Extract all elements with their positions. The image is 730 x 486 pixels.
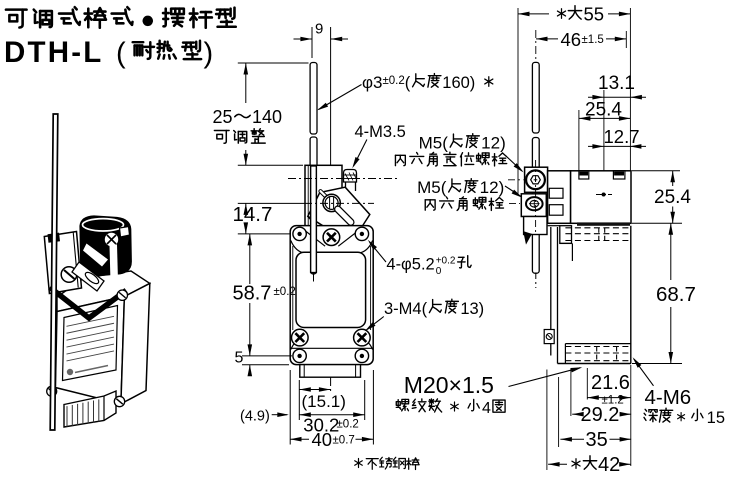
svg-text:(: ( — [405, 74, 411, 92]
svg-text:±1.2: ±1.2 — [602, 395, 624, 407]
svg-text:4-φ5.2: 4-φ5.2 — [386, 255, 434, 273]
svg-text:): ) — [470, 74, 476, 92]
svg-text:68.7: 68.7 — [656, 283, 696, 306]
svg-text:±0.2: ±0.2 — [337, 418, 359, 430]
svg-text:40: 40 — [312, 429, 333, 450]
svg-text:±0.2: ±0.2 — [382, 75, 404, 87]
svg-text:4-M6: 4-M6 — [645, 386, 692, 409]
svg-text:4: 4 — [482, 400, 491, 417]
svg-text:12): 12) — [481, 133, 506, 152]
svg-text:58.7: 58.7 — [233, 283, 272, 305]
svg-text:13.1: 13.1 — [598, 73, 635, 94]
svg-text:M5(: M5( — [419, 133, 449, 152]
svg-text:4-M3.5: 4-M3.5 — [355, 123, 406, 141]
svg-text:35: 35 — [586, 429, 608, 451]
svg-text:(15.1): (15.1) — [302, 392, 346, 411]
svg-text:): ) — [204, 38, 214, 70]
svg-text:13): 13) — [460, 300, 484, 318]
svg-text:3-M4(: 3-M4( — [384, 300, 428, 318]
svg-text:29.2: 29.2 — [581, 404, 620, 426]
svg-text:140: 140 — [252, 107, 282, 127]
svg-text:25: 25 — [213, 107, 233, 127]
svg-text:15: 15 — [707, 409, 725, 427]
svg-text:160: 160 — [442, 74, 470, 92]
svg-text:14.7: 14.7 — [233, 203, 273, 226]
svg-text:(: ( — [116, 38, 126, 70]
svg-text:+0.2: +0.2 — [436, 256, 456, 267]
svg-text:φ3: φ3 — [362, 73, 382, 92]
svg-text:±0.7: ±0.7 — [333, 435, 355, 447]
svg-text:21.6: 21.6 — [591, 372, 630, 394]
svg-text:±1.5: ±1.5 — [582, 34, 604, 46]
svg-text:DTH-L: DTH-L — [4, 36, 103, 69]
svg-text:±0.2: ±0.2 — [274, 286, 296, 298]
svg-text:30.2: 30.2 — [303, 415, 339, 436]
svg-text:12): 12) — [480, 178, 505, 197]
svg-text:(4.9): (4.9) — [240, 409, 270, 425]
svg-text:12.7: 12.7 — [604, 126, 640, 147]
svg-text:5: 5 — [235, 350, 244, 367]
svg-text:9: 9 — [315, 21, 323, 38]
svg-text:42: 42 — [598, 454, 620, 476]
svg-text:46: 46 — [561, 29, 582, 50]
svg-text:55: 55 — [584, 4, 605, 25]
svg-text:25.4: 25.4 — [654, 187, 691, 208]
svg-text:25.4: 25.4 — [585, 99, 622, 120]
svg-text:M5(: M5( — [417, 178, 447, 197]
svg-text:0: 0 — [436, 266, 442, 277]
svg-text:M20×1.5: M20×1.5 — [404, 372, 494, 398]
